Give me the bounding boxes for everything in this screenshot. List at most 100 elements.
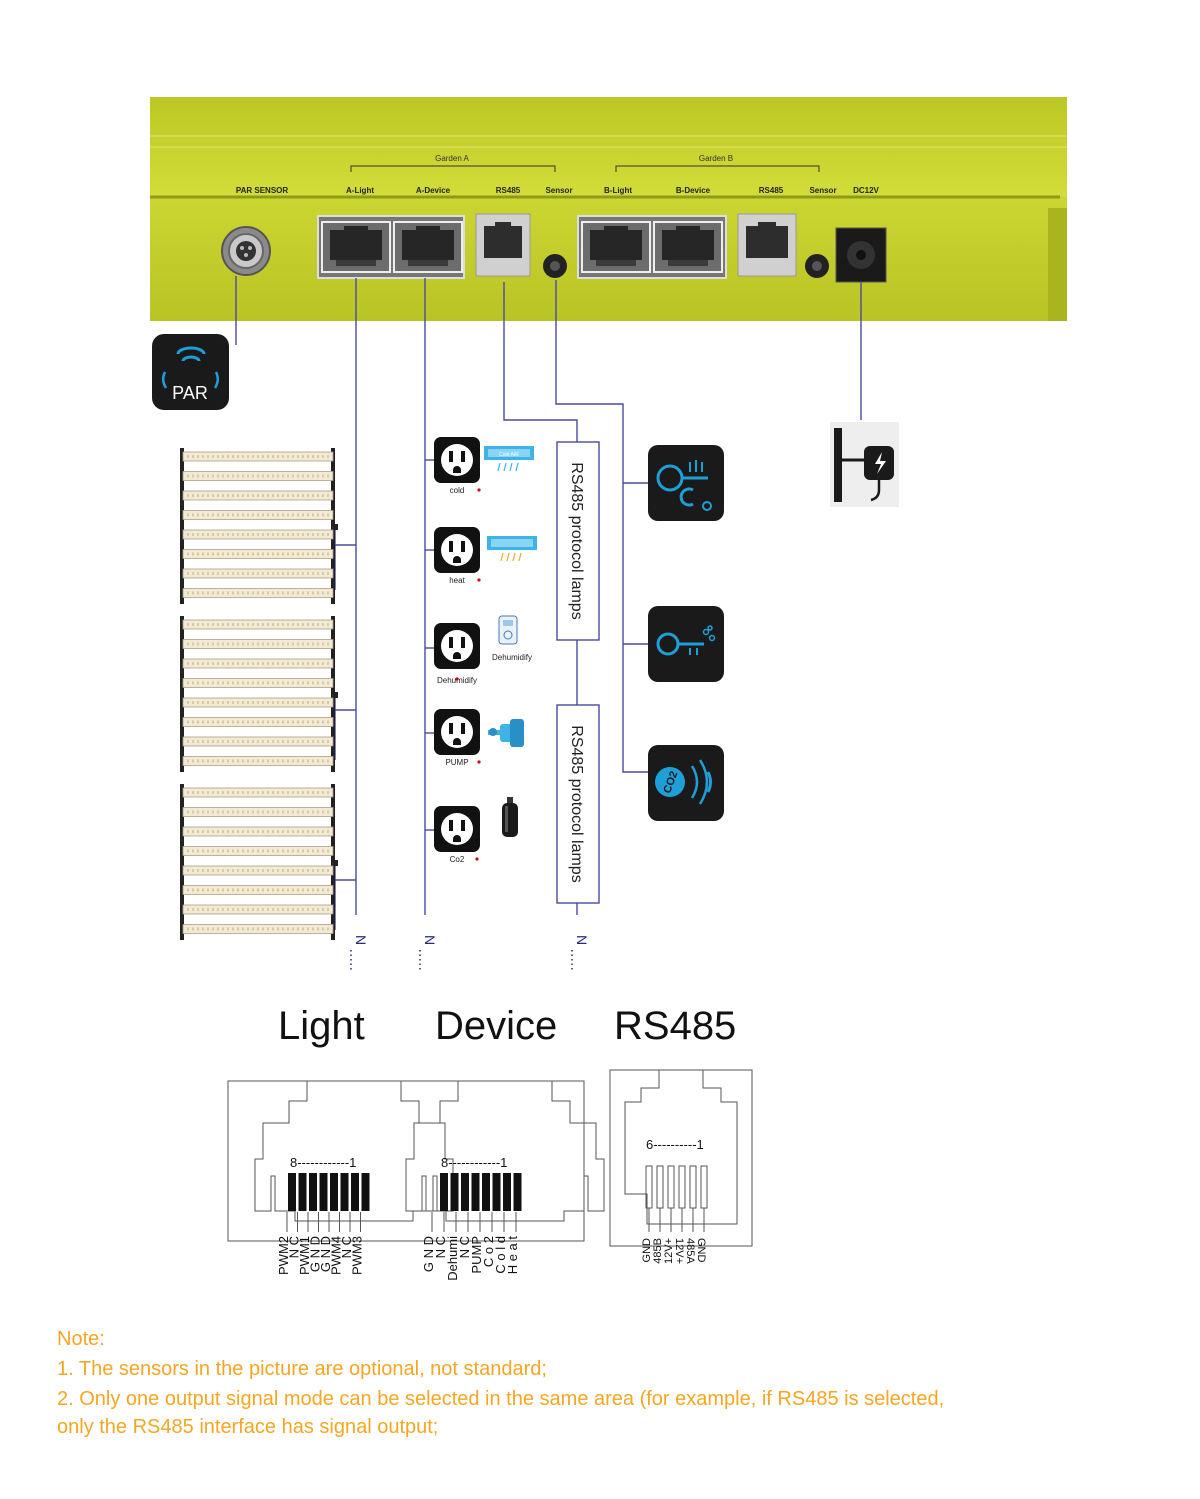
pin-contact	[461, 1173, 469, 1211]
garden-b-rj45-block	[577, 215, 727, 279]
svg-text:Dehumidify: Dehumidify	[492, 653, 532, 662]
rs485-a-port-label: RS485	[496, 186, 521, 195]
rs485-pinout-title: RS485	[614, 1004, 737, 1048]
rs485-pin-label: GND	[641, 1238, 653, 1263]
pin-label: PWM3	[350, 1236, 365, 1275]
pin-label: C o l d	[493, 1236, 508, 1274]
note-line-3: only the RS485 interface has signal outp…	[57, 1416, 439, 1438]
rs485-lamp-box-1: RS485 protocol lamps	[556, 441, 600, 641]
rs485-pin-label: 12V+	[663, 1238, 675, 1264]
pinout-section: 8------------1 8------------1 6---------…	[227, 1069, 753, 1281]
pin-label: G N D	[308, 1236, 323, 1272]
pin-label: Dehumi	[445, 1236, 460, 1281]
pin-contact	[288, 1173, 296, 1211]
led-bar	[181, 567, 335, 580]
pin-contact	[351, 1173, 359, 1211]
rs485-pin-contacts	[645, 1165, 708, 1209]
socket-co2: Co2	[434, 806, 480, 864]
temperature-sensor-icon	[648, 445, 724, 521]
socket-dehumidify: Dehumidify	[434, 623, 480, 685]
pin-label: PUMP	[469, 1236, 484, 1274]
pin-contact	[656, 1165, 664, 1209]
dehumidifier-icon: Dehumidify	[492, 615, 532, 662]
svg-text:Cold AIR: Cold AIR	[499, 452, 519, 458]
pin-contact	[309, 1173, 317, 1211]
led-bar	[181, 548, 335, 560]
led-panel	[180, 448, 338, 604]
socket-heat: heat	[434, 527, 481, 585]
pin-label: H e a t	[505, 1236, 520, 1275]
light-chain-end: N	[353, 935, 369, 945]
led-bar	[181, 864, 335, 877]
power-adapter-icon	[830, 422, 899, 507]
led-bar	[181, 618, 335, 631]
dc12v-jack	[835, 227, 887, 283]
pin-contact	[298, 1173, 307, 1211]
co2-bottle-icon	[502, 797, 518, 837]
led-panel	[180, 784, 338, 940]
socket-indicator-dot	[477, 760, 481, 764]
heater-icon	[487, 536, 537, 562]
led-bar	[181, 509, 335, 521]
b-device-port-label: B-Device	[676, 186, 711, 195]
led-bar	[181, 903, 335, 916]
socket-indicator-dot	[477, 578, 481, 582]
rs485-pin-range: 6----------1	[646, 1137, 704, 1152]
device-chain-end: N	[422, 935, 438, 945]
par-sensor-icon: PAR	[152, 334, 229, 410]
led-bar	[181, 696, 335, 709]
led-bar	[181, 638, 335, 650]
pin-label: PWM1	[297, 1236, 312, 1275]
co2-sensor-icon: CO2	[648, 745, 724, 821]
device-sockets: cold heatDehumidifyPUMP Co2	[434, 437, 481, 864]
svg-text:RS485 protocol lamps: RS485 protocol lamps	[568, 462, 585, 619]
pin-contact	[667, 1165, 675, 1209]
rs485-pin-label: 485A	[684, 1238, 696, 1264]
cold-air-icon: Cold AIR	[484, 446, 534, 472]
pin-label: N C	[457, 1236, 472, 1258]
pin-label: N C	[433, 1236, 448, 1258]
rs485-b-jack	[737, 213, 797, 277]
socket-indicator-dot	[455, 677, 459, 681]
pin-contact	[482, 1173, 490, 1211]
humidity-sensor-icon	[648, 606, 724, 682]
led-bar	[181, 587, 335, 599]
pin-contact	[340, 1173, 349, 1211]
par-sensor-connector	[221, 226, 271, 276]
pin-label: C o 2	[481, 1236, 496, 1267]
light-pin-range: 8------------1	[290, 1155, 356, 1170]
par-icon-label: PAR	[172, 383, 208, 403]
rs485-a-jack	[475, 213, 531, 277]
pin-label: N C	[287, 1236, 302, 1258]
a-light-port-label: A-Light	[346, 186, 374, 195]
socket-label: cold	[450, 486, 465, 495]
b-light-port-label: B-Light	[604, 186, 632, 195]
pin-contact	[503, 1173, 511, 1211]
device-pinout-title: Device	[435, 1004, 558, 1048]
pin-contact	[319, 1173, 328, 1211]
pin-contact	[440, 1173, 448, 1211]
rs485-pin-label: GND	[695, 1238, 707, 1263]
garden-b-label: Garden B	[699, 154, 733, 163]
led-bar	[181, 884, 335, 896]
led-bar	[181, 786, 335, 799]
socket-label: heat	[449, 576, 465, 585]
led-light-panels	[180, 448, 338, 940]
led-bar	[181, 489, 335, 502]
pin-label: PWM2	[276, 1236, 291, 1275]
pin-contact	[471, 1173, 480, 1211]
pin-contact	[678, 1165, 686, 1209]
pin-contact	[492, 1173, 501, 1211]
note-line-2: 2. Only one output signal mode can be se…	[57, 1388, 945, 1410]
led-bar	[181, 806, 335, 818]
led-bar	[181, 528, 335, 541]
dc12v-port-label: DC12V	[853, 186, 879, 195]
note-line-1: 1. The sensors in the picture are option…	[57, 1358, 547, 1380]
pin-contact	[700, 1165, 708, 1209]
socket-pump: PUMP	[434, 709, 481, 767]
device-pin-contacts	[440, 1173, 522, 1211]
garden-a-label: Garden A	[435, 154, 469, 163]
socket-cold: cold	[434, 437, 481, 495]
svg-text:RS485 protocol lamps: RS485 protocol lamps	[568, 725, 585, 882]
socket-indicator-dot	[475, 857, 479, 861]
